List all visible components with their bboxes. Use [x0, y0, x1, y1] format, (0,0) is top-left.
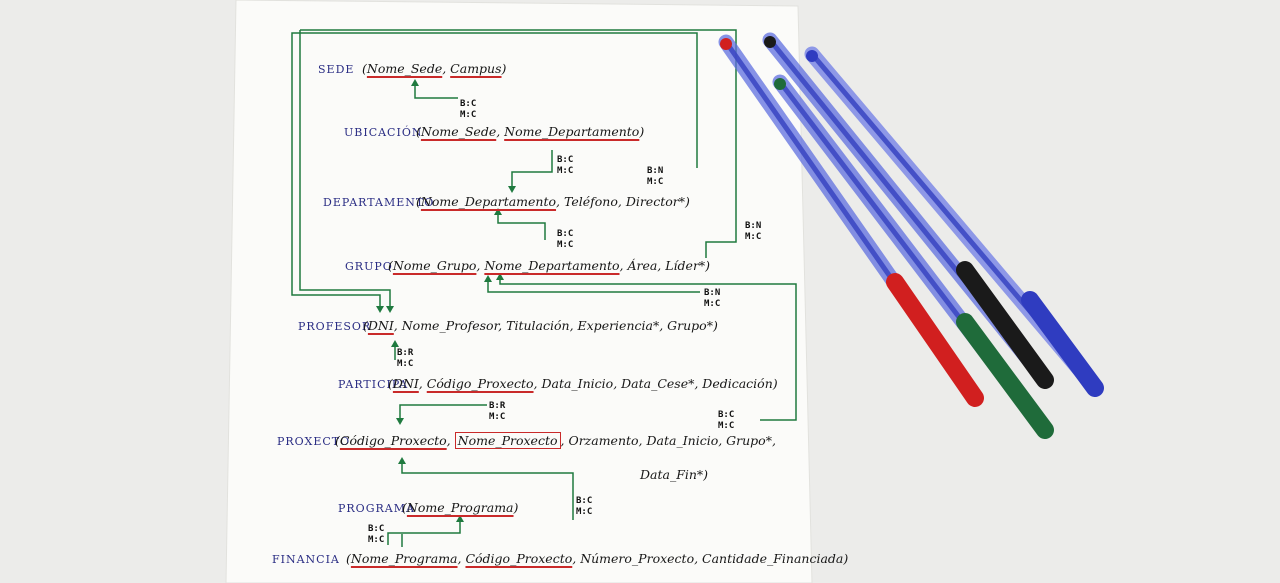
blue-pen: [804, 46, 1104, 397]
key-attribute: Código_Proxecto: [465, 551, 573, 566]
black-pen: [762, 32, 1054, 389]
attribute-text: , Teléfono, Director*: [556, 194, 685, 209]
relation-attributes: (DNI, Código_Proxecto, Data_Inicio, Data…: [388, 376, 778, 391]
open-paren: (: [388, 258, 393, 273]
attribute-text: , Área, Líder*: [619, 258, 706, 273]
attribute-text: ,: [446, 433, 455, 448]
attribute-text: ,: [418, 376, 427, 391]
open-paren: (: [335, 433, 340, 448]
key-attribute: Nome_Sede: [420, 124, 497, 139]
key-attribute: DNI: [367, 318, 394, 333]
relation-name: GRUPO: [345, 260, 393, 273]
key-attribute: DNI: [392, 376, 419, 391]
cardinality-label: B:C M:C: [557, 155, 574, 176]
unique-attribute: Nome_Proxecto: [454, 432, 561, 449]
close-paren: ): [513, 500, 519, 515]
cardinality-label: B:C M:C: [368, 524, 385, 545]
attribute-text: ,: [457, 551, 466, 566]
cardinality-label: B:C M:C: [576, 496, 593, 517]
open-paren: (: [402, 500, 407, 515]
relation-name: PROFESOR: [298, 320, 372, 333]
cardinality-label: B:C M:C: [718, 410, 735, 431]
relation-attributes: (Nome_Grupo, Nome_Departamento, Área, Lí…: [388, 258, 710, 273]
cardinality-label: B:R M:C: [489, 401, 506, 422]
relation-name: FINANCIA: [272, 553, 340, 566]
attribute-text: , Número_Proxecto, Cantidade_Financiada: [572, 551, 844, 566]
arrow-head: [496, 273, 504, 280]
close-paren: ): [712, 318, 718, 333]
cardinality-label: B:N M:C: [647, 166, 664, 187]
relation-attributes: (Nome_Sede, Campus): [362, 61, 506, 76]
open-paren: (: [388, 376, 393, 391]
key-attribute: Código_Proxecto: [426, 376, 534, 391]
arrow-head: [411, 79, 419, 86]
key-attribute: Nome_Programa: [406, 500, 514, 515]
key-attribute: Nome_Departamento: [484, 258, 620, 273]
relation-attributes: (DNI, Nome_Profesor, Titulación, Experie…: [363, 318, 718, 333]
green-pen: [772, 74, 1054, 439]
arrow-head: [386, 306, 394, 313]
cardinality-label: B:C M:C: [557, 229, 574, 250]
arrow-head: [398, 457, 406, 464]
close-paren: ): [684, 194, 690, 209]
relation-name: DEPARTAMENTO: [323, 196, 435, 209]
key-attribute: Nome_Sede: [366, 61, 443, 76]
arrow-heads: [376, 79, 516, 522]
cardinality-label: B:R M:C: [397, 348, 414, 369]
close-paren: ): [501, 61, 507, 76]
key-attribute: Nome_Departamento: [420, 194, 557, 209]
pens: [718, 32, 1104, 439]
key-attribute: Nome_Departamento: [504, 124, 640, 139]
relation-name: UBICACIÓN: [344, 126, 423, 139]
key-attribute: Nome_Grupo: [392, 258, 477, 273]
red-pen: [718, 34, 984, 407]
key-attribute: Código_Proxecto: [339, 433, 447, 448]
open-paren: (: [363, 318, 368, 333]
close-paren: ): [772, 376, 778, 391]
arrow-head: [508, 186, 516, 193]
relation-attributes: Data_Fin*): [640, 467, 708, 482]
key-attribute: Campus: [450, 61, 502, 76]
relation-attributes: (Código_Proxecto, Nome_Proxecto, Orzamen…: [335, 432, 776, 449]
arrow-head: [391, 340, 399, 347]
attribute-text: , Nome_Profesor, Titulación, Experiencia…: [393, 318, 713, 333]
arrow-head: [494, 208, 502, 215]
open-paren: (: [416, 124, 421, 139]
cardinality-label: B:N M:C: [704, 288, 721, 309]
attribute-text: ,: [442, 61, 451, 76]
attribute-text: , Orzamento, Data_Inicio, Grupo*,: [560, 433, 776, 448]
close-paren: ): [703, 467, 709, 482]
relation-attributes: (Nome_Programa, Código_Proxecto, Número_…: [346, 551, 848, 566]
relation-name: PROXECTO: [277, 435, 351, 448]
relation-attributes: (Nome_Programa): [402, 500, 518, 515]
relation-name: SEDE: [318, 63, 355, 76]
arrow-head: [484, 275, 492, 282]
attribute-text: ,: [476, 258, 485, 273]
relation-attributes: (Nome_Sede, Nome_Departamento): [416, 124, 644, 139]
open-paren: (: [346, 551, 351, 566]
arrow-head: [376, 306, 384, 313]
attribute-text: ,: [496, 124, 505, 139]
cardinality-label: B:N M:C: [745, 221, 762, 242]
relation-attributes: (Nome_Departamento, Teléfono, Director*): [416, 194, 690, 209]
arrow-head: [456, 515, 464, 522]
relation-name: PROGRAMA: [338, 502, 415, 515]
connector-lines: [291, 29, 797, 547]
arrow-head: [396, 418, 404, 425]
close-paren: ): [705, 258, 711, 273]
open-paren: (: [362, 61, 367, 76]
attribute-text: Data_Fin*: [640, 467, 704, 482]
open-paren: (: [416, 194, 421, 209]
attribute-text: , Data_Inicio, Data_Cese*, Dedicación: [533, 376, 773, 391]
close-paren: ): [639, 124, 645, 139]
key-attribute: Nome_Programa: [350, 551, 458, 566]
cardinality-label: B:C M:C: [460, 99, 477, 120]
close-paren: ): [843, 551, 849, 566]
relation-name: PARTICIPA: [338, 378, 409, 391]
